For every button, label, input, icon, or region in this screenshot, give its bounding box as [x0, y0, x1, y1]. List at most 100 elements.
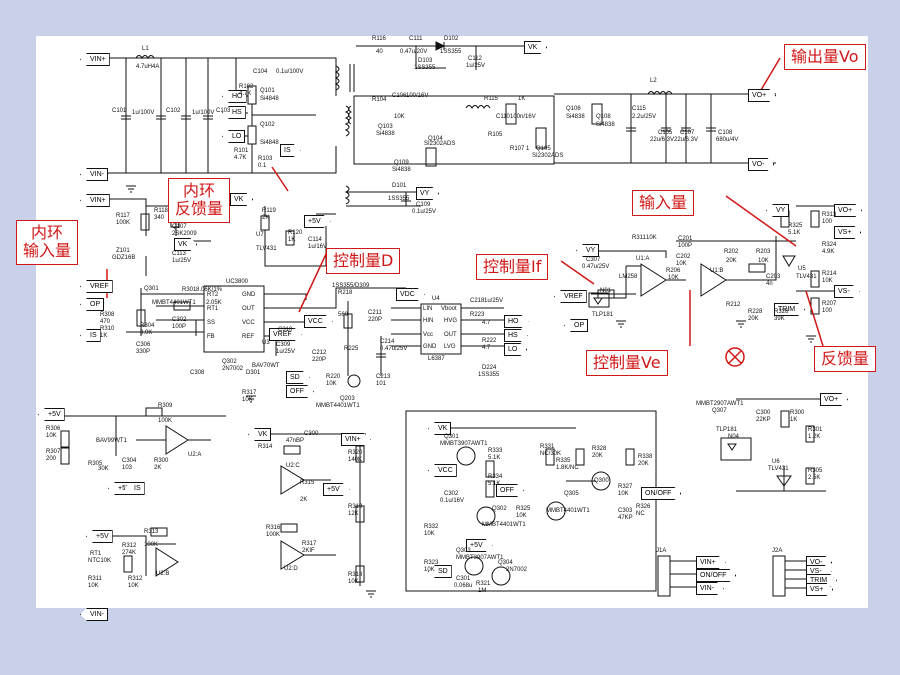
- label-c302b: C302: [444, 491, 459, 497]
- label-r338: R338: [638, 454, 653, 460]
- label-c304: C304: [122, 458, 137, 464]
- value-r333: 5.1K: [488, 455, 501, 461]
- pin-ref: REF: [242, 334, 254, 340]
- net-op-2: OP: [564, 319, 589, 332]
- value-r307: 200: [46, 456, 57, 462]
- schematic-sheet: VIN+ VIN- HO HS LO IS VK VO+ VO- VY VIN+…: [16, 36, 877, 621]
- label-tlp181b: TLP181: [716, 427, 738, 433]
- value-c211: 220P: [368, 317, 383, 323]
- label-r308: R308: [100, 312, 115, 318]
- label-u7: U7: [256, 232, 264, 238]
- value-r310: 1K: [100, 333, 108, 339]
- value-r325b: 10K: [516, 513, 527, 519]
- label-d101: D101: [392, 183, 407, 189]
- net-vin-plus-2: VIN+: [80, 194, 110, 207]
- net-sd-2: SD: [428, 565, 452, 578]
- value-r300b: 1K: [790, 417, 798, 423]
- value-r222: 4.7: [482, 345, 491, 351]
- label-r323: R323: [424, 560, 439, 566]
- label-c102: C102: [166, 108, 181, 114]
- label-rt1: RT1: [90, 551, 102, 557]
- label-r222: R222: [482, 338, 497, 344]
- label-r118: R118: [154, 208, 168, 214]
- label-r317b: R317: [302, 541, 317, 547]
- pin-lin: LIN: [423, 306, 433, 312]
- label-c201: C201: [678, 236, 693, 242]
- label-r116: R116: [372, 36, 386, 42]
- label-r325: R325: [788, 223, 803, 229]
- label-c300b: C300: [756, 410, 771, 416]
- net-vy-2: VY: [576, 244, 600, 257]
- label-c307: C307: [586, 257, 601, 263]
- label-r301: R301: [182, 287, 197, 293]
- value-r332: 10K: [424, 531, 435, 537]
- value-c302b: 0.1u/16V: [440, 498, 465, 504]
- value-r223: 4.7: [482, 320, 491, 326]
- net-vo-minus: VO-: [748, 158, 774, 171]
- label-r228: R228: [748, 309, 763, 315]
- label-r300: R300: [154, 458, 169, 464]
- label-lm258: LM258: [619, 274, 638, 280]
- label-r102: R102: [239, 84, 254, 90]
- value-q104: SI2302ADS: [424, 141, 456, 147]
- net-ho-2: HO: [504, 315, 529, 328]
- value-r206: 10K: [668, 275, 679, 281]
- label-q302b: Q302: [492, 506, 507, 512]
- value-q304: 2N7002: [506, 567, 528, 573]
- value-r305: 30K: [98, 466, 109, 472]
- value-c105: 22u/6.3V: [650, 137, 675, 143]
- label-q304: Q304: [498, 560, 513, 566]
- label-u2c: U2:C: [286, 463, 300, 469]
- net-vo-plus: VO+: [748, 89, 776, 102]
- label-r335: R335: [556, 458, 571, 464]
- net-on-off-2: ON/OFF: [696, 569, 736, 582]
- value-r313: 100: [822, 219, 833, 225]
- label-c212: C212: [312, 350, 327, 356]
- label-r313b: R313: [144, 529, 159, 535]
- label-r309: R309: [158, 403, 173, 409]
- pin-hvg: HVG: [444, 318, 458, 324]
- label-u2b: U2:B: [156, 571, 170, 577]
- label-d224: D224: [482, 365, 497, 371]
- label-c112: C112: [468, 56, 482, 62]
- callout-control-if: 控制量If: [476, 254, 549, 281]
- label-c202: C202: [676, 254, 691, 260]
- net-vin-minus: VIN-: [80, 168, 108, 181]
- label-c110: C110: [496, 114, 510, 120]
- value-r312b: 10K: [128, 583, 139, 589]
- net-vo-plus-2: VO+: [834, 204, 862, 217]
- callout-control-ve: 控制量Ve: [586, 350, 668, 377]
- label-r312: R312: [122, 543, 137, 549]
- label-c214: C214: [380, 339, 395, 345]
- value-d301: BAV70WT: [252, 363, 280, 369]
- value-r316: 100K: [266, 532, 281, 538]
- label-r117: R117: [116, 213, 130, 219]
- value-u7: TLV431: [256, 246, 277, 252]
- label-r333: R333: [488, 448, 503, 454]
- value-r320: 140K: [348, 457, 363, 463]
- label-q106: Q106: [566, 106, 581, 112]
- value-q302: 2N7002: [222, 366, 244, 372]
- label-r305: R305: [88, 461, 103, 467]
- net-vin-plus: VIN+: [80, 53, 110, 66]
- label-c211: C211: [368, 310, 382, 316]
- label-r332: R332: [424, 524, 439, 530]
- label-r317: R317: [242, 390, 257, 396]
- pin-rt1: RT1: [207, 306, 219, 312]
- label-n04: N04: [728, 434, 740, 440]
- net-vcc: VCC: [304, 315, 333, 328]
- net-vy-3: VY: [766, 204, 790, 217]
- value-q107: 2SK2009: [172, 231, 197, 237]
- label-c111: C111: [409, 36, 423, 42]
- value-r203: 10K: [758, 258, 769, 264]
- net-vs-minus: VS-: [834, 285, 860, 298]
- value-c203: 4n: [766, 281, 773, 287]
- value-r313b: 100K: [144, 542, 159, 548]
- label-r311b: R311: [88, 576, 102, 582]
- label-c302: C302: [172, 317, 187, 323]
- label-c115: C115: [632, 106, 646, 112]
- label-r300b: R300: [790, 410, 805, 416]
- label-u1a: U1:A: [636, 256, 650, 262]
- value-c104: 0.1u/100V: [276, 69, 304, 75]
- label-l1: L1: [142, 46, 149, 52]
